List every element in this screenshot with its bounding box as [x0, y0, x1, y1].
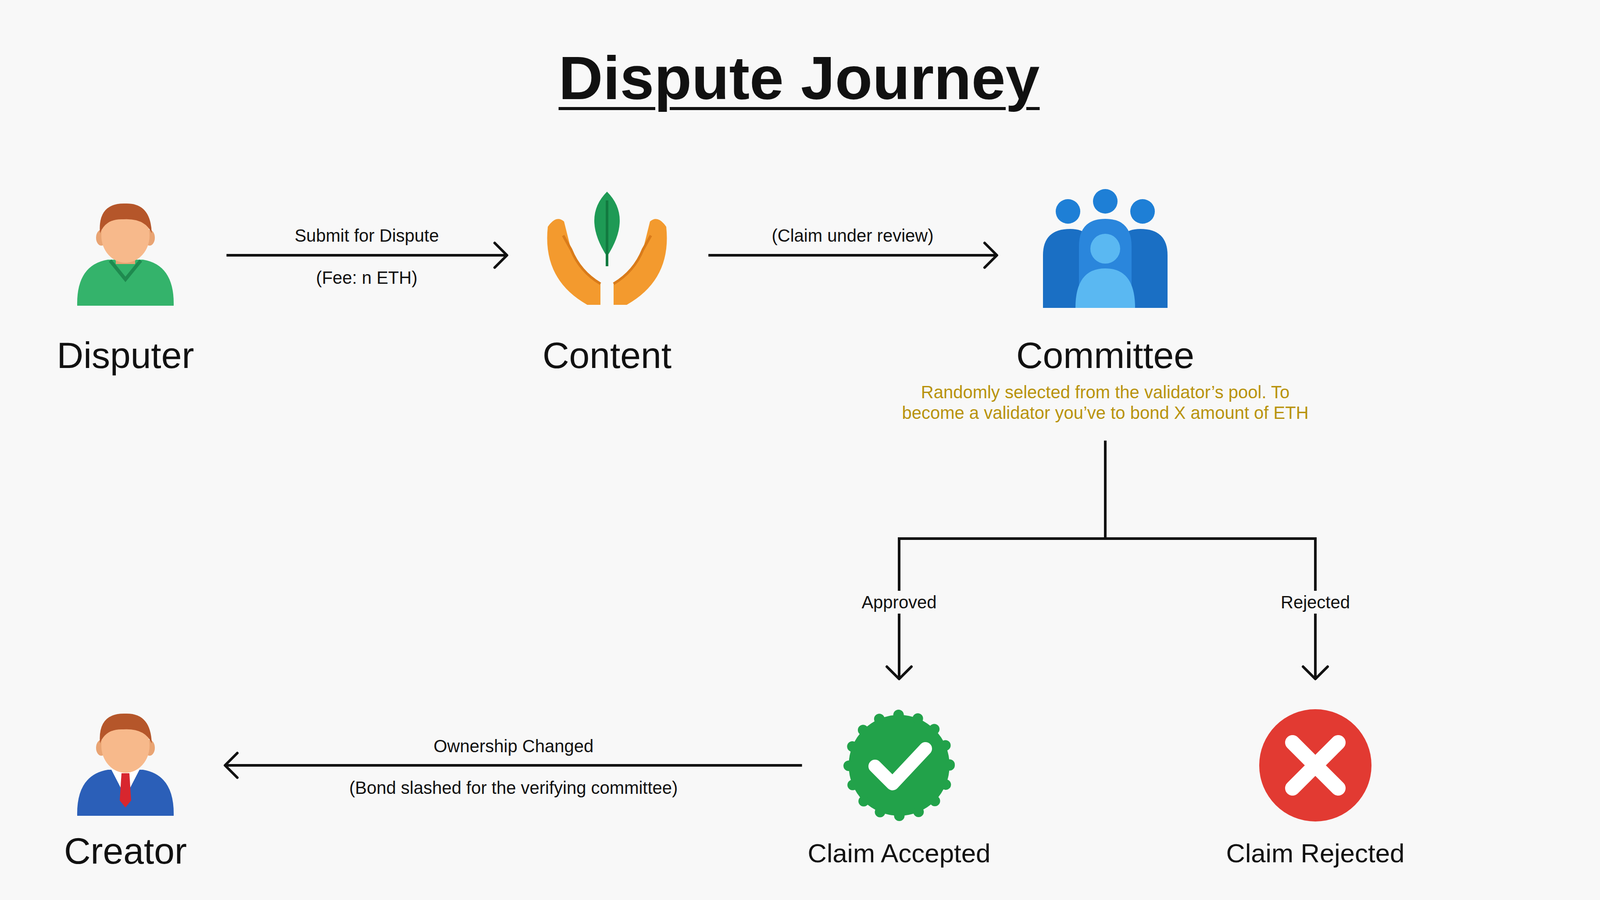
node-label: Creator: [64, 828, 187, 874]
connector-line: [226, 253, 508, 257]
icon-part: [563, 235, 601, 284]
edge-label: (Claim under review): [766, 224, 940, 247]
arrow-head: [886, 666, 912, 679]
icon-part: [613, 218, 667, 305]
icon-part: [1130, 199, 1155, 224]
icon-part: [605, 200, 609, 267]
arrow-head: [984, 242, 997, 268]
icon-node: Claim Rejected: [1226, 701, 1405, 870]
icon-part: [613, 218, 667, 305]
node-label: Content: [542, 333, 672, 378]
note-label: (Bond slashed for the verifying committe…: [343, 776, 683, 800]
icon-part: [119, 773, 132, 808]
icon-node: CommitteeRandomly selected from the vali…: [868, 197, 1343, 424]
diagram-title: Dispute Journey: [558, 42, 1040, 114]
note-label: (Fee: n ETH): [310, 266, 423, 290]
icon-space: [604, 197, 610, 334]
icon-part: [547, 218, 601, 305]
icon-part: [875, 748, 926, 784]
icon-node: Disputer: [57, 197, 195, 378]
icon-part: [1259, 709, 1372, 822]
icon-part: [848, 714, 950, 816]
connector-line: [899, 440, 1106, 679]
icon-node: Content: [542, 197, 672, 378]
icon-part: [613, 235, 651, 284]
connector: [1105, 440, 1328, 679]
icon-space: [123, 197, 128, 334]
connector-line: [708, 253, 997, 257]
icon-node: Claim Accepted: [807, 701, 991, 870]
icon-part: [110, 260, 141, 280]
rejected-badge: [1259, 709, 1372, 822]
icon-space: [1313, 701, 1318, 838]
node-label: Disputer: [57, 333, 195, 378]
disputer-icon: [77, 203, 174, 306]
arrow-head: [1303, 666, 1328, 679]
edge-label: Submit for Dispute: [289, 224, 445, 247]
edge-label: Ownership Changed: [428, 734, 599, 758]
icon-part: [547, 218, 601, 305]
node-label: Claim Accepted: [807, 837, 991, 870]
content-icon: [547, 191, 668, 305]
arrow-head: [494, 242, 508, 268]
icon-part: [1090, 233, 1121, 264]
icon-space: [123, 701, 128, 829]
node-label: Committee: [1016, 333, 1195, 378]
icon-part: [1092, 189, 1118, 214]
icon-space: [1103, 197, 1108, 334]
creator-icon: [77, 713, 174, 816]
edge-label: Rejected: [1275, 590, 1356, 614]
icon-node: Creator: [64, 701, 187, 874]
edge-label: Approved: [856, 590, 942, 614]
committee-icon: [1042, 189, 1168, 308]
icon-part: [1292, 742, 1339, 789]
icon-part: [77, 769, 174, 816]
node-label: Claim Rejected: [1226, 837, 1405, 870]
icon-part: [1055, 199, 1081, 224]
icon-part: [1075, 268, 1136, 308]
accepted-badge: [848, 714, 950, 816]
icon-part: [99, 203, 152, 234]
icon-part: [77, 259, 174, 306]
icon-space: [896, 701, 902, 838]
connector: [886, 440, 1106, 679]
connector-line: [225, 764, 803, 767]
icon-part: [99, 713, 152, 744]
note-text: Randomly selected from the validator’s p…: [868, 382, 1343, 424]
connector-line: [1105, 440, 1316, 679]
arrow-head: [225, 753, 238, 778]
icon-part: [848, 714, 950, 816]
